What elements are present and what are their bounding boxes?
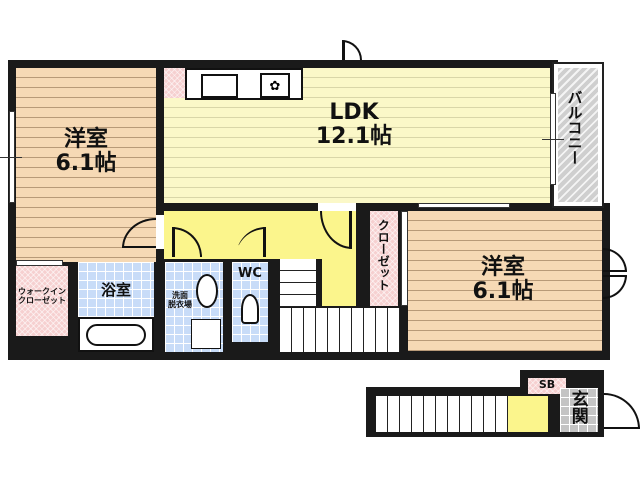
window-mark xyxy=(542,139,564,140)
room-name-line2: クローゼット xyxy=(18,295,66,305)
balcony: バルコニー xyxy=(558,68,598,202)
toilet-icon xyxy=(241,294,259,324)
window-mark xyxy=(0,157,22,158)
closet: クローゼット xyxy=(370,211,398,306)
room-name: 洋室 xyxy=(63,127,108,152)
ldk-hall-opening xyxy=(318,203,356,211)
room-name-line1: 洗面 xyxy=(172,291,188,300)
wic-shelf xyxy=(16,260,63,266)
bathroom: 浴室 xyxy=(78,262,154,317)
room-name: SB xyxy=(538,378,556,391)
room-name-line1: ウォークイン xyxy=(18,287,66,296)
closet-door-right-2[interactable] xyxy=(603,275,627,299)
room-name: 洋室 xyxy=(480,255,525,280)
room-size: 6.1帖 xyxy=(472,279,534,305)
walk-in-closet: ウォークイン クローゼット xyxy=(16,266,68,336)
washing-machine-space xyxy=(191,319,221,349)
room-size: 12.1帖 xyxy=(315,124,393,150)
entrance-stairs xyxy=(376,396,508,432)
sink-icon xyxy=(201,74,238,98)
stairs-landing xyxy=(280,308,400,352)
closet-door-right-1[interactable] xyxy=(603,248,627,272)
room-name: 玄関 xyxy=(567,390,588,424)
bathtub-icon xyxy=(78,317,154,352)
room-name: バルコニー xyxy=(565,90,584,165)
fridge-space xyxy=(164,68,185,98)
entrance: 玄関 xyxy=(560,388,598,432)
room-name: WC xyxy=(238,266,262,281)
room-name: クローゼット xyxy=(376,219,391,291)
room-name: LDK xyxy=(329,100,379,125)
western-room-2: 洋室 6.1帖 xyxy=(408,211,602,351)
room-name: 浴室 xyxy=(100,281,131,299)
washbasin-icon xyxy=(196,274,218,308)
stove-icon: ✿ xyxy=(260,73,290,98)
closet-door[interactable] xyxy=(401,211,408,306)
entrance-hall xyxy=(508,396,548,432)
hall-door-opening xyxy=(156,215,164,249)
ldk-door[interactable] xyxy=(342,40,362,60)
stairs xyxy=(280,259,316,307)
room-size: 6.1帖 xyxy=(55,151,117,177)
shoe-box: SB xyxy=(528,378,566,394)
window xyxy=(418,203,510,208)
room-name-line2: 脱衣場 xyxy=(168,299,192,309)
